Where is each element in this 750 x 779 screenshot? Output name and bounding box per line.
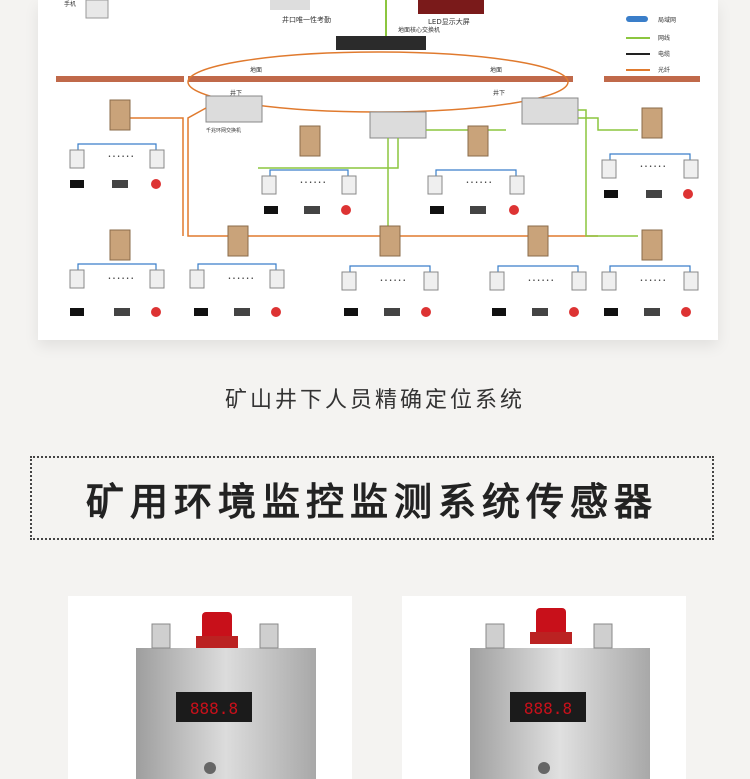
- dots-6: • • • • • •: [228, 276, 254, 282]
- dots-8: • • • • • •: [528, 278, 554, 284]
- ring-switch-left: [205, 95, 263, 123]
- legend-fiber: 光纤: [658, 66, 670, 74]
- legend-local: 局域网: [658, 16, 676, 24]
- substation-4: [641, 107, 663, 139]
- diagram-caption: 矿山井下人员精确定位系统: [224, 388, 525, 413]
- ring-switch-label: 千兆环网交换机: [206, 127, 241, 134]
- substation-8: [527, 225, 549, 257]
- ground-left: 地面: [250, 66, 262, 74]
- substation-5: [109, 229, 131, 261]
- led-label: LED显示大屏: [428, 17, 470, 26]
- substation-2: [299, 125, 321, 157]
- phone-device: [85, 0, 109, 19]
- legend-cable: 电缆: [658, 50, 670, 58]
- phone-label: 手机: [64, 0, 76, 8]
- substation-7: [379, 225, 401, 257]
- dots-4: • • • • • •: [640, 164, 666, 170]
- ring-switch-right: [521, 97, 579, 125]
- dots-7: • • • • • •: [380, 278, 406, 284]
- attendance-device: [270, 0, 310, 10]
- display-right: 888.8: [524, 699, 572, 718]
- dots-9: • • • • • •: [640, 278, 666, 284]
- product-image-left: 888.8: [68, 596, 352, 779]
- section-header: 矿用环境监控监测系统传感器: [30, 456, 714, 540]
- substation-9: [641, 229, 663, 261]
- underground-left: 井下: [230, 89, 242, 97]
- ring-switch-center: [369, 111, 427, 139]
- display-left: 888.8: [190, 699, 238, 718]
- product-image-right: 888.8: [402, 596, 686, 779]
- substation-6: [227, 225, 249, 257]
- underground-right: 井下: [493, 89, 505, 97]
- dots-1: • • • • • •: [108, 154, 134, 160]
- substation-1: [109, 99, 131, 131]
- system-diagram: 手机 井口唯一性考勤 LED显示大屏 地面核心交换机 局域网 网线 电缆 光纤 …: [38, 0, 718, 340]
- core-switch-label: 地面核心交换机: [398, 26, 440, 34]
- ground-right: 地面: [490, 66, 502, 74]
- core-switch: [336, 36, 426, 50]
- attendance-label: 井口唯一性考勤: [282, 15, 331, 24]
- dots-2: • • • • • •: [300, 180, 326, 186]
- legend-network: 网线: [658, 34, 670, 42]
- led-screen: [418, 0, 484, 14]
- diagram-svg: 手机 井口唯一性考勤 LED显示大屏 地面核心交换机 局域网 网线 电缆 光纤 …: [56, 0, 700, 317]
- dots-3: • • • • • •: [466, 180, 492, 186]
- dots-5: • • • • • •: [108, 276, 134, 282]
- substation-3: [467, 125, 489, 157]
- section-title: 矿用环境监控监测系统传感器: [85, 479, 658, 524]
